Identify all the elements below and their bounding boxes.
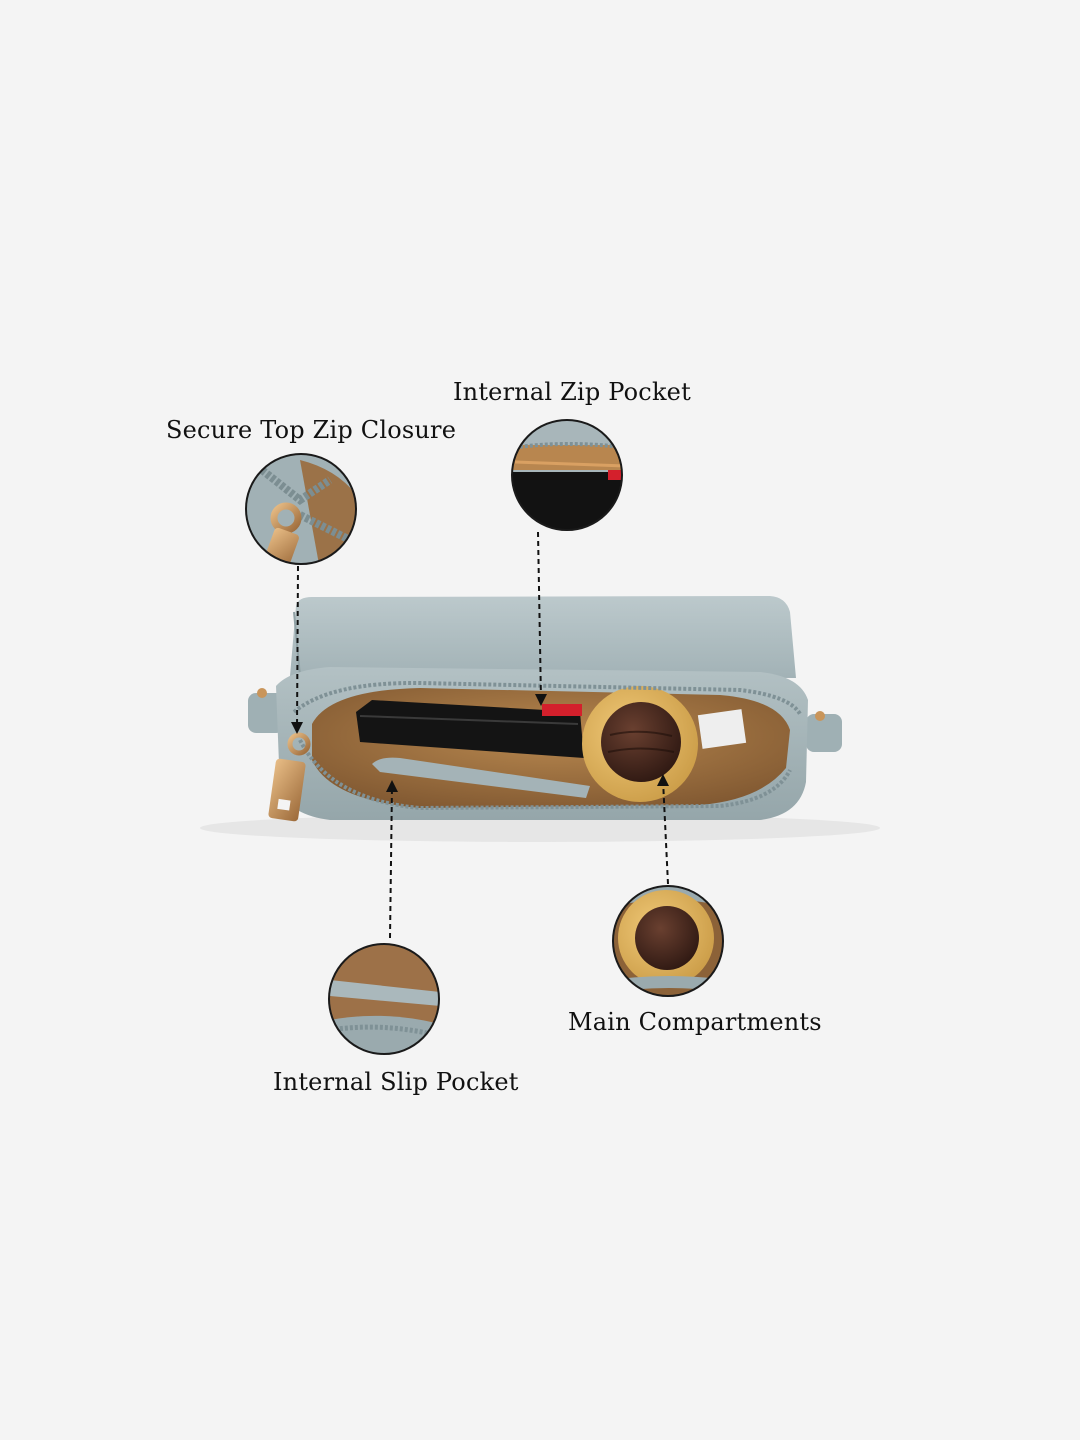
strap-right (806, 714, 842, 752)
leader-slip-pocket (389, 785, 393, 939)
slip-pocket (372, 757, 590, 798)
zoom-circle-main (613, 886, 723, 996)
zoom-circle-slip-pocket (329, 944, 439, 1054)
label-secure-top-zip-closure: Secure Top Zip Closure (166, 416, 457, 444)
strap-left (248, 693, 284, 733)
bag-flap (290, 596, 796, 678)
label-internal-slip-pocket: Internal Slip Pocket (273, 1068, 519, 1096)
black-item (356, 700, 584, 758)
handbag (248, 596, 842, 822)
zip-track-bottom (298, 739, 792, 811)
zoom-circle-zip-pocket (512, 420, 622, 530)
zipper-pull (268, 758, 306, 822)
bag-shadow (200, 814, 880, 842)
leader-arrowheads (291, 694, 669, 792)
leader-lines (296, 531, 669, 939)
label-main-compartments: Main Compartments (568, 1008, 822, 1036)
zip-track-top (292, 680, 802, 716)
leader-zip-pocket (537, 531, 542, 701)
zoom-circle-zip-closure (246, 454, 356, 564)
label-internal-zip-pocket: Internal Zip Pocket (453, 378, 691, 406)
leader-zip-closure (296, 565, 299, 729)
